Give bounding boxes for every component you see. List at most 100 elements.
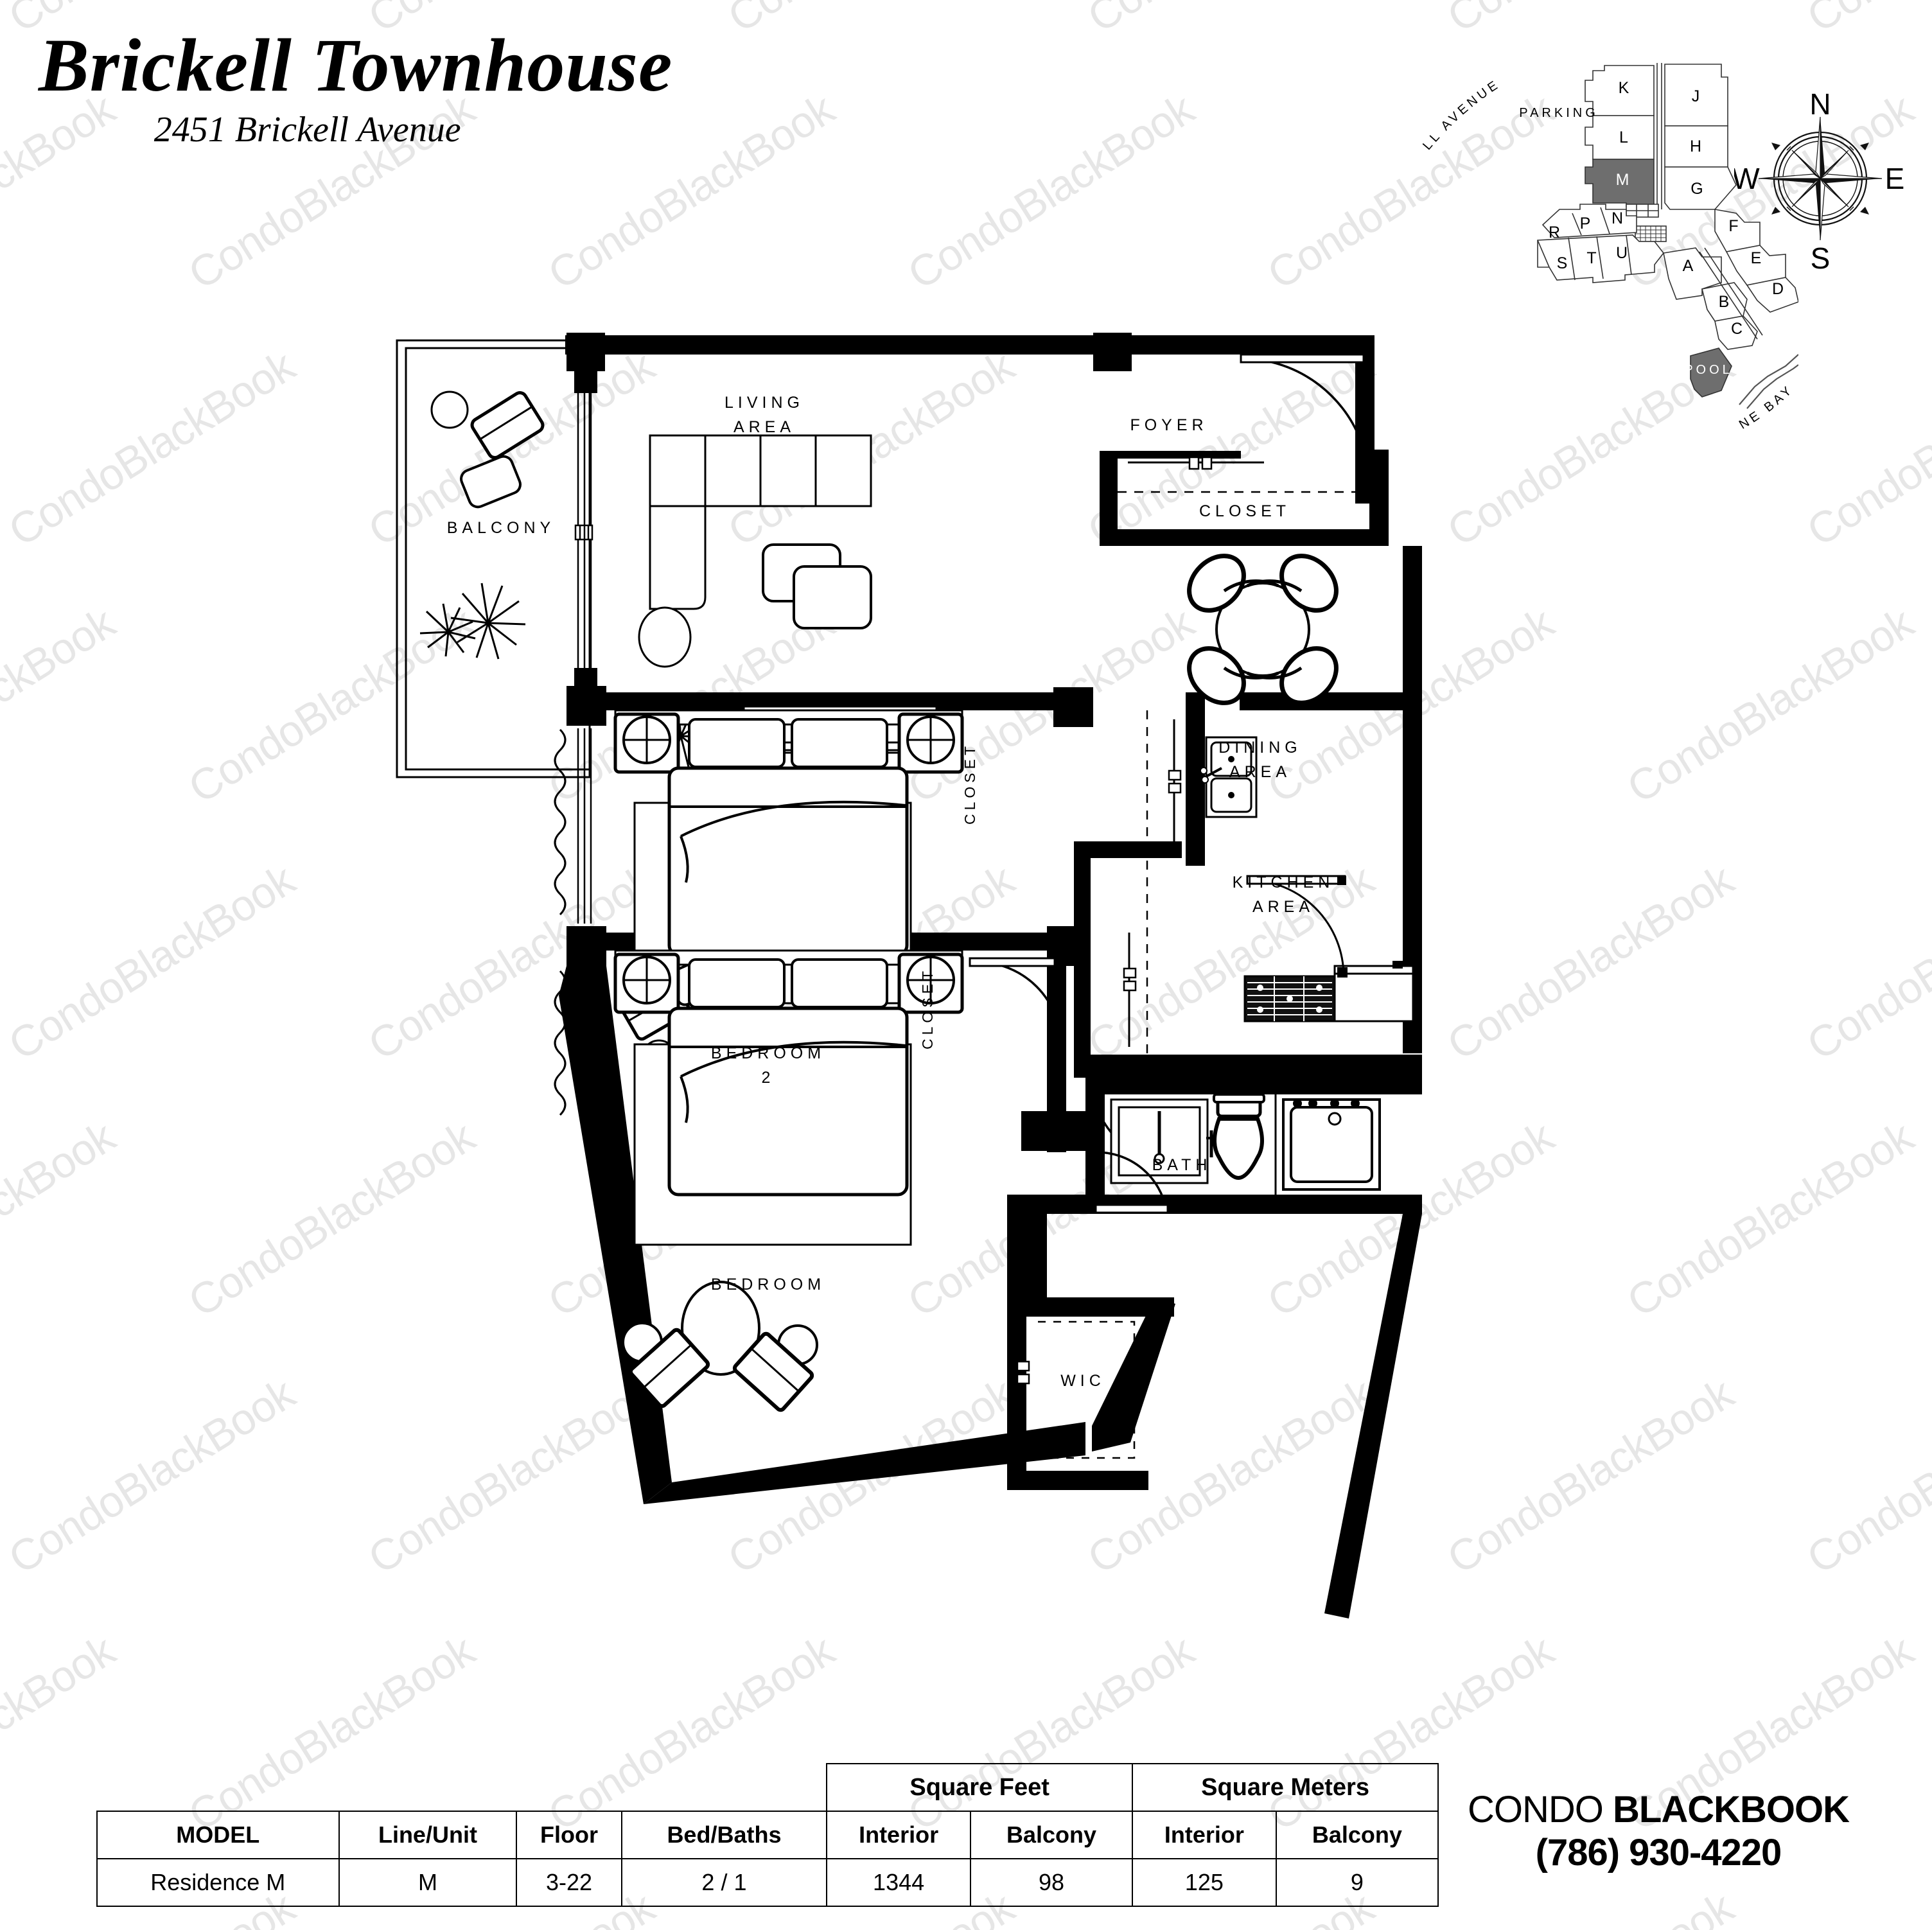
brand-name: CONDO BLACKBOOK [1468, 1789, 1850, 1832]
room-label-bedroom2-1: BEDROOM [711, 1044, 825, 1062]
keyplan-unit-l: L [1619, 128, 1628, 146]
keyplan-parking-label: PARKING [1519, 106, 1599, 120]
master-bedroom-furniture [613, 949, 964, 1246]
brand-name-part2: BLACKBOOK [1613, 1789, 1850, 1830]
keyplan-unit-f: F [1728, 217, 1738, 235]
brand-phone: (786) 930-4220 [1535, 1831, 1782, 1873]
specification-table: Square Feet Square Meters MODEL Line/Uni… [96, 1763, 1439, 1907]
watermark-text: CondoBlackBook [1798, 0, 1932, 42]
cell-sqm-interior: 125 [1132, 1858, 1277, 1907]
keyplan-unit-c: C [1731, 320, 1743, 338]
cell-line-unit: M [338, 1858, 518, 1907]
watermark-text: CondoBlackBook [1798, 1369, 1932, 1584]
room-label-living-1: LIVING [724, 394, 804, 412]
master-bedroom-seating [622, 1281, 818, 1412]
plant-icon [419, 583, 526, 660]
compass-west-label: W [1734, 162, 1760, 195]
keyplan-unit-s: S [1557, 254, 1568, 272]
room-label-living-2: AREA [733, 418, 795, 436]
keyplan-unit-n: N [1611, 209, 1623, 227]
title-block: Brickell Townhouse 2451 Brickell Avenue [39, 26, 672, 150]
cell-model: Residence M [96, 1858, 340, 1907]
table-row: Residence M M 3-22 2 / 1 1344 98 125 9 [96, 1858, 1439, 1907]
col-header-sqm-balcony: Balcony [1275, 1811, 1439, 1859]
cell-sqft-balcony: 98 [969, 1858, 1134, 1907]
col-header-bed-baths: Bed/Baths [620, 1811, 828, 1859]
keyplan-street-label: BRICKELL AVENUE [1400, 19, 1503, 153]
room-label-balcony: BALCONY [447, 519, 555, 537]
watermark-text: CondoBlackBook [1798, 855, 1932, 1070]
cell-floor: 3-22 [516, 1858, 622, 1907]
keyplan-unit-p: P [1580, 215, 1591, 232]
compass-south-label: S [1811, 241, 1831, 275]
watermark-text: CondoBlackBook [899, 84, 1202, 299]
keyplan-unit-j: J [1692, 87, 1700, 105]
watermark-text: CondoBlackBook [1619, 598, 1922, 813]
sliding-glass-doors [574, 393, 609, 1112]
room-label-bedroom: BEDROOM [711, 1276, 825, 1294]
wic-rail [1016, 1320, 1136, 1459]
page-subtitle: 2451 Brickell Avenue [154, 109, 461, 150]
col-header-sqft-interior: Interior [826, 1811, 971, 1859]
master-bedroom-door [969, 957, 1064, 1053]
cell-bed-baths: 2 / 1 [620, 1858, 828, 1907]
keyplan-unit-b: B [1719, 293, 1730, 311]
closet-rails [1123, 710, 1182, 1078]
room-label-closet-2: CLOSET [919, 967, 936, 1049]
watermark-text: CondoBlackBook [1079, 0, 1382, 42]
col-header-floor: Floor [516, 1811, 622, 1859]
watermark-text: CondoBlackBook [1439, 855, 1742, 1070]
room-label-wic: WIC [1060, 1372, 1105, 1390]
watermark-text: CondoBlackBook [1439, 1882, 1742, 1930]
keyplan-unit-r: R [1549, 224, 1560, 241]
watermark-text: CondoBlackBook [719, 0, 1023, 42]
keyplan-unit-t: T [1586, 249, 1596, 267]
room-label-bath: BATH [1152, 1156, 1212, 1174]
balcony-outline [396, 339, 591, 778]
balcony-furniture [419, 390, 545, 660]
col-header-sqm-interior: Interior [1132, 1811, 1277, 1859]
group-header-square-feet: Square Feet [826, 1763, 1134, 1812]
room-label-bedroom2-2: 2 [762, 1069, 775, 1087]
key-plan: BRICKELL AVENUE BISCAYNE BAY PARKING M P… [1400, 19, 1798, 432]
group-header-square-meters: Square Meters [1132, 1763, 1439, 1812]
keyplan-pool-label: POOL [1684, 363, 1733, 377]
room-label-kitchen-1: KITCHEN [1233, 873, 1335, 891]
floor-plan-drawing: BALCONY LIVING AREA FOYER CLOSET DINING … [396, 333, 1422, 1619]
col-header-model: MODEL [96, 1811, 340, 1859]
keyplan-unit-e: E [1751, 249, 1762, 267]
keyplan-unit-m: M [1616, 171, 1629, 189]
watermark-text: CondoBlackBook [1798, 1882, 1932, 1930]
watermark-text: CondoBlackBook [1439, 1369, 1742, 1584]
watermark-text: CondoBlackBook [1798, 341, 1932, 556]
room-label-dining-2: AREA [1229, 763, 1291, 781]
watermark-text: CondoBlackBook [1619, 1112, 1922, 1327]
keyplan-unit-h: H [1690, 137, 1701, 155]
room-label-entry-closet: CLOSET [1199, 502, 1290, 520]
room-label-kitchen-2: AREA [1252, 898, 1314, 916]
dining-set [1187, 554, 1339, 705]
page-title: Brickell Townhouse [39, 23, 673, 107]
keyplan-unit-g: G [1690, 180, 1703, 198]
entry-door [1240, 353, 1375, 493]
cell-sqm-balcony: 9 [1275, 1858, 1439, 1907]
table-group-header-row: Square Feet Square Meters [97, 1763, 1439, 1812]
cell-sqft-interior: 1344 [826, 1858, 971, 1907]
bathroom-fixtures [1087, 1093, 1381, 1214]
table-header-row: MODEL Line/Unit Floor Bed/Baths Interior… [96, 1811, 1439, 1859]
col-header-line-unit: Line/Unit [338, 1811, 518, 1859]
room-label-closet-1: CLOSET [962, 742, 978, 825]
compass-east-label: E [1885, 162, 1905, 195]
col-header-sqft-balcony: Balcony [969, 1811, 1134, 1859]
curtain-symbol [554, 728, 566, 1116]
foyer-closet-rail [1118, 456, 1369, 493]
keyplan-unit-d: D [1772, 280, 1784, 298]
brand-name-part1: CONDO [1468, 1789, 1613, 1830]
compass-north-label: N [1809, 87, 1831, 121]
brand-block: CONDO BLACKBOOK (786) 930-4220 [1468, 1789, 1850, 1874]
kitchen-fixtures [1200, 736, 1414, 1022]
keyplan-unit-k: K [1619, 79, 1629, 97]
keyplan-unit-a: A [1683, 257, 1694, 275]
room-label-foyer: FOYER [1130, 416, 1208, 434]
keyplan-unit-u: U [1616, 244, 1628, 262]
